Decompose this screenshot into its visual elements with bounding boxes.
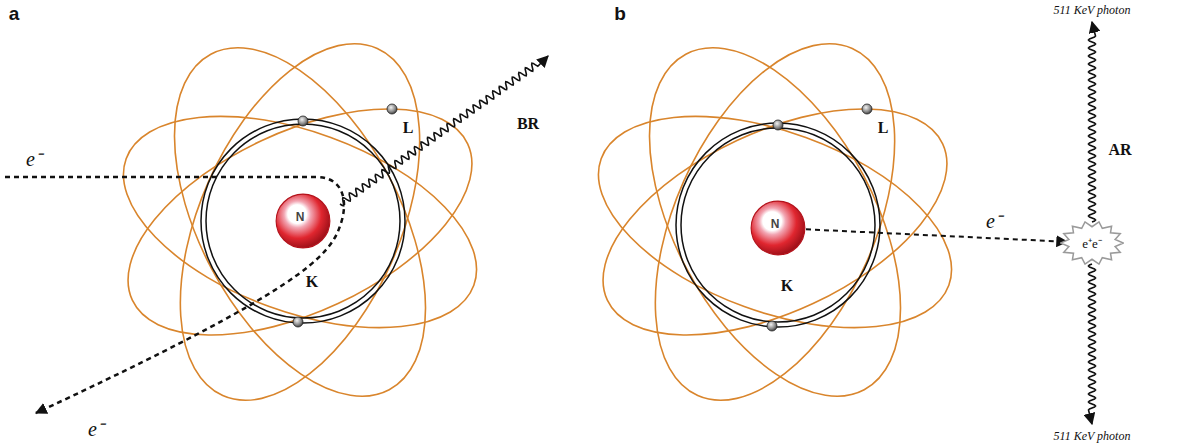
illustration-part	[862, 104, 872, 114]
pair-label: e⁺e⁻	[1082, 234, 1102, 252]
illustration-part	[298, 116, 308, 126]
illustration-part	[123, 7, 478, 436]
photon-label: 511 KeV photon	[1052, 429, 1133, 444]
illustration-part	[606, 8, 943, 436]
shell-label: L	[876, 119, 891, 137]
bremsstrahlung-photon	[340, 56, 548, 206]
l-shell-orbits	[569, 7, 980, 436]
illustration-part	[131, 8, 468, 436]
l-shell-orbits	[94, 7, 505, 436]
emitted-electron-path	[806, 229, 1067, 242]
nucleus-label: N	[296, 210, 305, 224]
illustration-part	[95, 74, 504, 370]
nucleus: N	[750, 200, 806, 256]
radiation-label: BR	[515, 115, 541, 133]
illustration-part	[206, 124, 400, 318]
electron-label: e⁻	[984, 207, 1004, 234]
illustration-part	[387, 104, 397, 114]
illustration-part	[773, 120, 783, 130]
illustration-part	[676, 123, 880, 327]
illustration-part	[569, 62, 980, 382]
illustration-part	[293, 317, 303, 327]
panel-letter: b	[614, 3, 626, 25]
shell-label: L	[401, 119, 416, 137]
shell-label: K	[304, 273, 320, 291]
illustration-part	[94, 62, 505, 382]
panel-letter: a	[9, 3, 20, 25]
annihilation-burst: e⁺e⁻	[1060, 221, 1124, 265]
nucleus: N	[275, 193, 331, 249]
photon-label: 511 KeV photon	[1052, 2, 1133, 17]
illustration-part	[570, 74, 979, 370]
illustration-part	[767, 321, 777, 331]
electron-label: e⁻	[24, 145, 44, 172]
annihilation-photon	[1089, 264, 1096, 424]
shell-label: K	[779, 277, 795, 295]
k-shell	[201, 119, 405, 323]
electron-label: e⁻	[86, 415, 106, 442]
illustration-part	[201, 119, 405, 323]
illustration-part	[598, 7, 953, 436]
illustration-part	[681, 128, 875, 322]
annihilation-photon	[1089, 22, 1096, 222]
nucleus-label: N	[771, 217, 780, 231]
radiation-label: AR	[1106, 141, 1133, 159]
electron-path	[5, 177, 344, 413]
k-shell	[676, 123, 880, 327]
